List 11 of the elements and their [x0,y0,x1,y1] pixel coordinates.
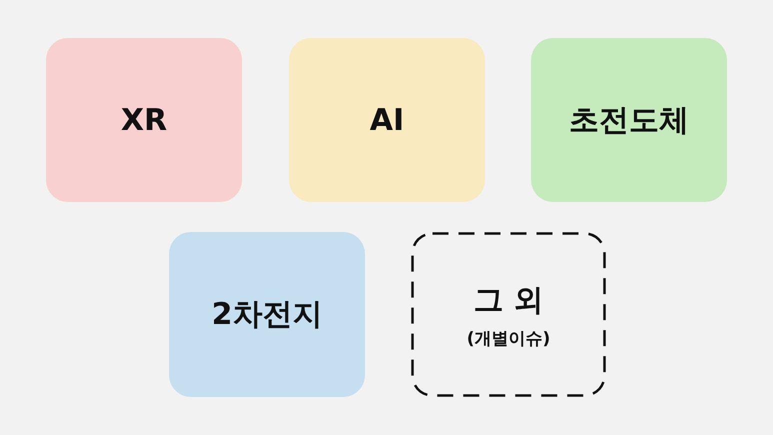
topic-box [289,38,485,202]
topic-box [169,232,365,397]
dashed-box [411,232,606,397]
box-title: 그 외 [473,282,544,320]
box-title: XR [120,102,168,138]
box-subtitle: (개별이슈) [466,328,550,350]
topic-box [531,38,727,202]
box-title: 초전도체 [569,102,689,140]
topic-box [46,38,242,202]
box-title: AI [370,102,404,138]
box-title: 2차전지 [212,296,322,334]
